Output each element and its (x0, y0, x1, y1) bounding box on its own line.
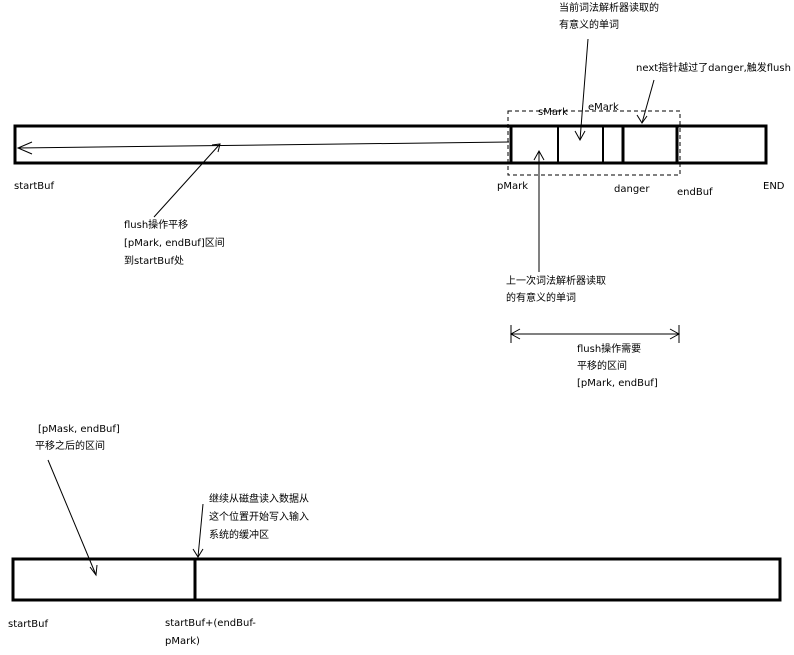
label-endbuf: endBuf (677, 187, 713, 198)
next-pointer-arrow-line (641, 79, 655, 124)
current-word-arrow-line (579, 38, 589, 141)
note-flush-range-2: 平移的区间 (577, 361, 627, 372)
note-next-pointer: next指针越过了danger,触发flush (636, 63, 791, 74)
note-flush-move-2: [pMark, endBuf]区间 (124, 238, 225, 249)
note-flush-range-3: [pMark, endBuf] (577, 378, 658, 389)
current-word-arrowhead (574, 130, 586, 142)
label-pmark: pMark (497, 181, 529, 192)
label-smark: sMark (538, 107, 568, 118)
flush-move-arrowhead (211, 143, 221, 153)
flush-region-dashed (507, 110, 681, 176)
label-startbuf-bottom: startBuf (8, 619, 49, 630)
flush-move-arrow-line (153, 143, 221, 218)
note-moved-range-2: 平移之后的区间 (35, 441, 105, 452)
next-pointer-arrowhead (636, 114, 648, 124)
note-previous-word-1: 上一次词法解析器读取 (506, 276, 606, 287)
note-flush-range-1: flush操作需要 (577, 344, 642, 355)
label-offset-2: pMark) (165, 636, 200, 647)
inner-shift-line (17, 141, 510, 149)
label-emark: eMark (588, 102, 619, 113)
note-continue-read-2: 这个位置开始写入输入 (209, 512, 309, 523)
note-current-word-2: 有意义的单词 (559, 20, 619, 31)
flush-range-right-arrowhead (669, 328, 681, 340)
note-continue-read-1: 继续从磁盘读入数据从 (209, 494, 309, 505)
note-current-word-1: 当前词法解析器读取的 (559, 3, 659, 14)
label-end: END (763, 181, 785, 192)
note-flush-move-3: 到startBuf处 (124, 256, 185, 267)
flush-range-left-arrowhead (509, 328, 521, 340)
label-danger: danger (614, 184, 650, 195)
top-buffer-rect (13, 124, 768, 165)
continue-read-arrow-line (197, 503, 204, 558)
inner-shift-arrowhead (16, 141, 33, 155)
continue-read-arrowhead (192, 548, 204, 558)
note-flush-move-1: flush操作平移 (124, 220, 189, 231)
note-moved-range-1: [pMask, endBuf] (38, 424, 120, 435)
bottom-buffer-rect (11, 557, 782, 602)
note-previous-word-2: 的有意义的单词 (506, 293, 576, 304)
label-offset-1: startBuf+(endBuf- (165, 618, 256, 629)
note-continue-read-3: 系统的缓冲区 (209, 530, 269, 541)
moved-range-arrowhead (89, 564, 98, 577)
moved-range-arrow-line (47, 459, 97, 576)
previous-word-arrowhead (533, 149, 545, 161)
label-startbuf-top: startBuf (14, 181, 55, 192)
